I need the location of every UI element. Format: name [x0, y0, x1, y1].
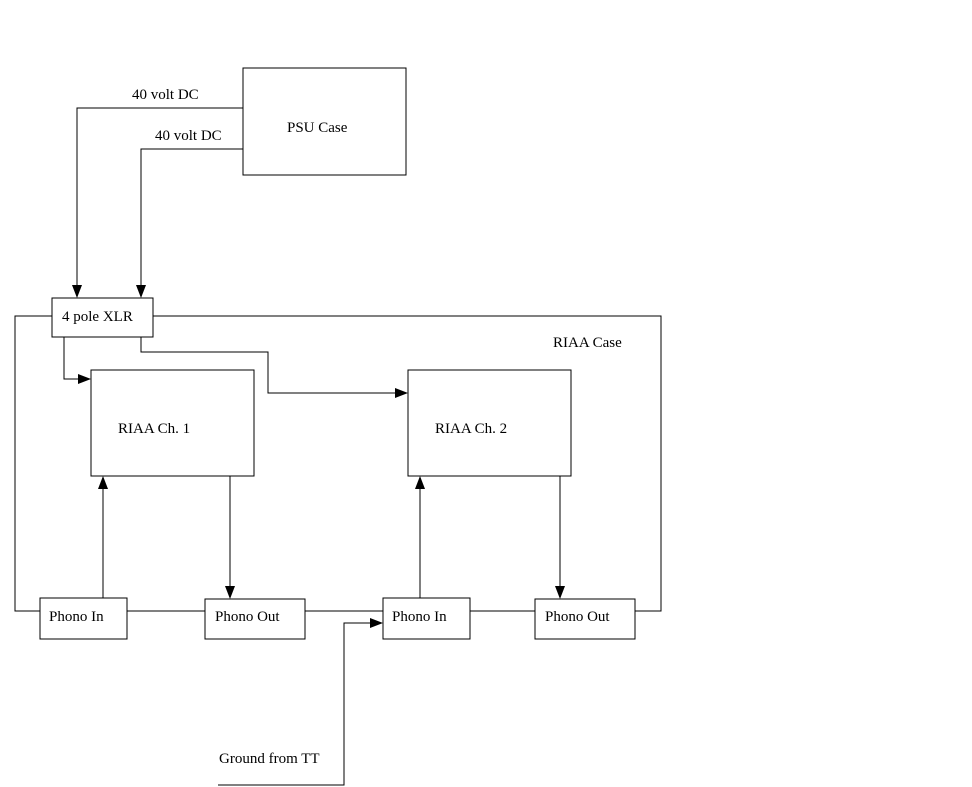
riaa-ch2-label: RIAA Ch. 2 [435, 421, 507, 437]
phono-in-1-to-ch1-arrowhead [98, 476, 108, 489]
supply-1-label: 40 volt DC [132, 87, 199, 103]
phono-out-2-box [534, 598, 636, 640]
supply-line-2 [140, 148, 243, 290]
xlr-box [51, 297, 154, 338]
phono-in-2-box [382, 597, 471, 640]
riaa-ch1-label: RIAA Ch. 1 [118, 421, 190, 437]
ch1-to-phono-out-1-arrowhead [225, 586, 235, 599]
phono-out-1-box [204, 598, 306, 640]
supply-line-1 [76, 107, 243, 290]
psu-case-box [242, 67, 407, 176]
ch2-to-phono-out-2-arrowhead [555, 586, 565, 599]
supply-2-label: 40 volt DC [155, 128, 222, 144]
phono-in-1-box [39, 597, 128, 640]
riaa-case-outline-left [14, 315, 52, 612]
phono-in-1-label: Phono In [49, 609, 104, 625]
xlr-label: 4 pole XLR [62, 309, 133, 325]
riaa-ch1-box [90, 369, 255, 477]
xlr-to-ch1-wire [63, 337, 84, 380]
xlr-to-ch2-wire [140, 337, 400, 394]
riaa-ch2-box [407, 369, 572, 477]
supply-line-2-arrowhead [136, 285, 146, 298]
supply-line-1-arrowhead [72, 285, 82, 298]
phono-out-1-label: Phono Out [215, 609, 280, 625]
psu-case-label: PSU Case [287, 120, 348, 136]
xlr-to-ch2-arrowhead [395, 388, 408, 398]
phono-in-2-to-ch2-arrowhead [415, 476, 425, 489]
phono-out-2-label: Phono Out [545, 609, 610, 625]
phono-in-2-label: Phono In [392, 609, 447, 625]
xlr-to-ch1-arrowhead [78, 374, 91, 384]
riaa-case-label: RIAA Case [553, 335, 622, 351]
ground-from-tt-wire [218, 622, 376, 786]
riaa-case-outline-right [153, 315, 662, 612]
ground-from-tt-label: Ground from TT [219, 751, 320, 767]
ground-from-tt-arrowhead [370, 618, 383, 628]
